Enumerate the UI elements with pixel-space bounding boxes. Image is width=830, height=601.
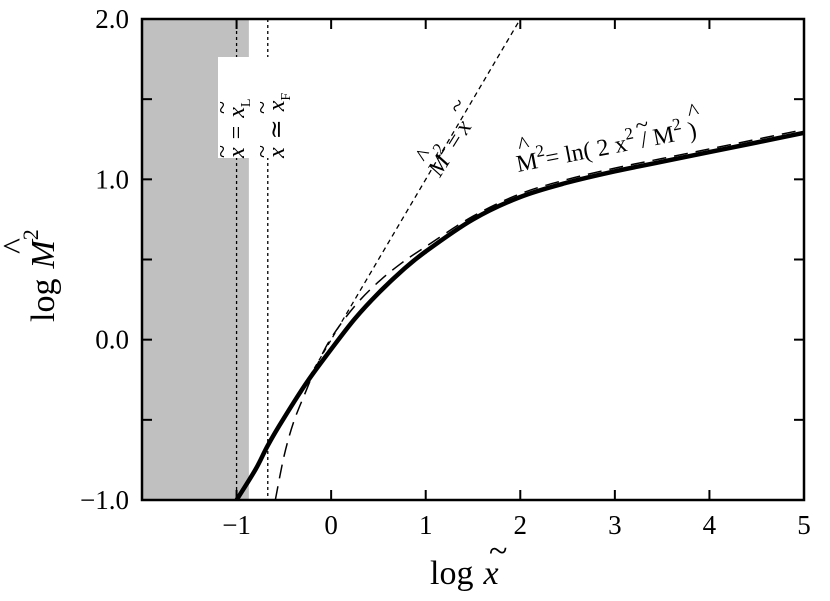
y-tick-label: 2.0 <box>95 4 129 34</box>
data-series <box>234 18 805 502</box>
label-x-eq-xL: x=xL ~ ~ <box>210 99 254 159</box>
series-line <box>236 18 521 501</box>
annotation-m2-eq-x: M2=x ^ ~ <box>410 94 477 182</box>
svg-text:~: ~ <box>210 145 236 158</box>
x-tick-label: 2 <box>514 510 528 540</box>
svg-text:~: ~ <box>633 112 651 140</box>
svg-text:^: ^ <box>516 132 532 160</box>
svg-text:M2=x: M2=x <box>417 112 477 182</box>
y-tick-label: 0.0 <box>95 325 129 355</box>
label-x-approx-xF: x≃xF ~ ~ <box>250 93 294 159</box>
svg-text:logM2: logM2 <box>18 229 62 322</box>
axis-tick-labels: −1 0 1 2 3 4 5 −1.0 0.0 1.0 2.0 <box>80 4 811 540</box>
axis-ticks <box>142 18 805 501</box>
series-line <box>274 128 805 501</box>
x-tick-label: 3 <box>608 510 622 540</box>
svg-text:x=xL: x=xL <box>224 99 254 159</box>
svg-text:~: ~ <box>250 101 276 114</box>
svg-text:^: ^ <box>685 99 701 127</box>
svg-text:~: ~ <box>443 94 472 119</box>
svg-text:x≃xF: x≃xF <box>264 93 294 159</box>
x-tick-label: 5 <box>797 510 811 540</box>
svg-text:~: ~ <box>250 145 276 158</box>
y-tick-label: −1.0 <box>80 485 129 515</box>
svg-text:M2= ln( 2x2 / M2 ): M2= ln( 2x2 / M2 ) <box>513 112 699 178</box>
x-tick-label: 1 <box>419 510 433 540</box>
series-line <box>234 130 805 502</box>
svg-text:~: ~ <box>210 101 236 114</box>
svg-text:~: ~ <box>489 533 507 570</box>
x-tick-label: 0 <box>324 510 338 540</box>
vertical-line-label-box <box>218 57 300 158</box>
x-tick-label: −1 <box>222 510 251 540</box>
x-tick-label: 4 <box>703 510 717 540</box>
y-tick-label: 1.0 <box>95 164 129 194</box>
annotation-ln-formula: M2= ln( 2x2 / M2 ) ^ ~ ^ <box>513 99 701 178</box>
vertical-line-labels: x=xL ~ ~ x≃xF ~ ~ <box>210 93 294 159</box>
svg-text:^: ^ <box>0 238 34 254</box>
y-axis-label: logM2 ^ <box>0 229 62 322</box>
